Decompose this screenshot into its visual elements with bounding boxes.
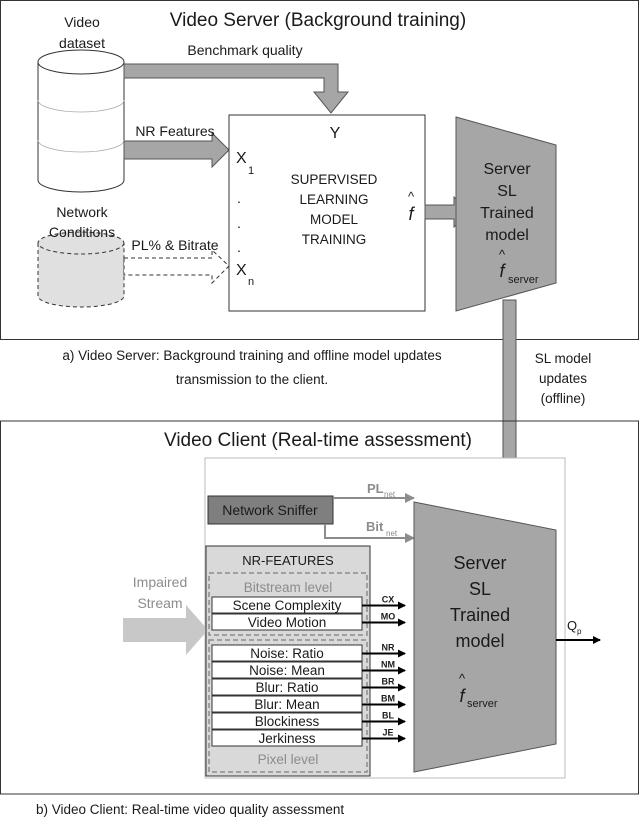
bitstream-feature-label: Video Motion <box>248 615 327 630</box>
pixel-feature-code: NM <box>381 660 395 670</box>
f-hat: f <box>408 204 415 224</box>
impaired-stream-arrow <box>123 605 208 655</box>
pixel-feature-code: BR <box>382 677 395 687</box>
bit-net-sub: net <box>386 529 398 538</box>
pixel-feature-label: Jerkiness <box>258 731 315 746</box>
var-x1: X <box>236 150 247 167</box>
server-model-trapezoid <box>455 116 557 312</box>
dot-2: . <box>237 215 241 231</box>
benchmark-quality-arrow <box>123 63 350 114</box>
client-model-line-2: SL <box>469 579 491 599</box>
training-line-2: LEARNING <box>299 192 368 207</box>
pixel-feature-label: Noise: Mean <box>249 663 325 678</box>
client-model-line-1: Server <box>453 553 506 573</box>
bitstream-feature-row: Scene Complexity CX <box>211 595 406 614</box>
video-dataset-label-2: dataset <box>59 35 105 51</box>
bitstream-feature-label: Scene Complexity <box>233 598 342 613</box>
pixel-feature-label: Blur: Mean <box>254 697 319 712</box>
server-model-line-2: SL <box>497 183 517 200</box>
bit-net-arrow <box>324 524 415 543</box>
pixel-feature-row: Blur: Mean BM <box>211 694 406 713</box>
pixel-feature-row: Blockiness BL <box>211 711 406 730</box>
server-model-sub: server <box>508 274 539 286</box>
updates-label-2: updates <box>539 371 587 386</box>
pixel-feature-label: Blockiness <box>255 714 320 729</box>
bitstream-feature-code: MO <box>381 612 396 622</box>
server-model-line-4: model <box>485 227 529 244</box>
pl-net-sub: net <box>384 490 396 499</box>
client-model-line-4: model <box>455 631 504 651</box>
f-hat-hat: ^ <box>408 189 415 204</box>
nr-features-label: NR Features <box>135 123 214 139</box>
network-conditions-cylinder <box>37 231 125 308</box>
training-box <box>228 114 426 312</box>
bitstream-feature-code: CX <box>382 595 395 605</box>
client-title: Video Client (Real-time assessment) <box>164 430 472 451</box>
bitstream-feature-list: Scene Complexity CX Video Motion MO <box>211 595 406 631</box>
pixel-level-label: Pixel level <box>258 752 319 767</box>
bit-net-label: Bit <box>366 519 384 534</box>
pixel-feature-code: JE <box>382 728 393 738</box>
pixel-feature-row: Noise: Ratio NR <box>211 643 406 662</box>
network-conditions-label: Network <box>56 204 108 220</box>
benchmark-quality-label: Benchmark quality <box>187 42 302 58</box>
client-model-line-3: Trained <box>450 605 510 625</box>
bitstream-level-label: Bitstream level <box>244 580 333 595</box>
training-line-3: MODEL <box>310 212 359 227</box>
pixel-feature-row: Noise: Mean NM <box>211 660 406 679</box>
server-model-line-3: Trained <box>480 205 534 222</box>
pixel-group <box>208 639 368 773</box>
network-conditions-label-2: Conditions <box>49 224 115 240</box>
video-dataset-cylinder <box>37 49 125 193</box>
training-line-1: SUPERVISED <box>291 172 378 187</box>
var-y: Y <box>330 125 341 142</box>
client-model-sub: server <box>467 698 498 710</box>
pixel-feature-code: NR <box>382 643 395 653</box>
nr-features-arrow <box>123 131 230 169</box>
bitstream-group <box>208 572 368 636</box>
dot-1: . <box>237 190 241 206</box>
var-x1-sub: 1 <box>248 165 254 177</box>
network-sniffer-box <box>207 495 334 525</box>
pl-bitrate-arrow <box>123 248 230 285</box>
training-line-4: TRAINING <box>302 232 367 247</box>
output-label: Q <box>567 618 577 633</box>
var-xn-sub: n <box>248 276 254 288</box>
pixel-feature-label: Blur: Ratio <box>255 680 318 695</box>
client-model-trapezoid <box>413 501 557 773</box>
var-xn: X <box>236 262 247 279</box>
server-title: Video Server (Background training) <box>170 10 466 31</box>
pixel-feature-list: Noise: Ratio NR Noise: Mean NM Blur: Ratio BR… <box>211 643 406 747</box>
network-sniffer-label: Network Sniffer <box>222 502 318 518</box>
pl-net-label: PL <box>367 481 384 496</box>
output-sub: p <box>577 627 582 636</box>
updates-label-1: SL model <box>535 351 592 366</box>
pixel-feature-row: Jerkiness JE <box>211 728 406 747</box>
impaired-stream-label-1: Impaired <box>133 574 187 590</box>
updates-label-3: (offline) <box>541 391 586 406</box>
server-model-f: f <box>499 261 506 281</box>
client-panel <box>0 420 639 795</box>
impaired-stream-label-2: Stream <box>137 595 182 611</box>
pixel-feature-label: Noise: Ratio <box>250 646 324 661</box>
dot-3: . <box>237 239 241 255</box>
server-model-line-1: Server <box>483 161 531 178</box>
pixel-feature-code: BM <box>381 694 395 704</box>
pixel-feature-row: Blur: Ratio BR <box>211 677 406 696</box>
server-caption-1: a) Video Server: Background training and… <box>62 348 441 363</box>
nr-features-title: NR-FEATURES <box>242 553 334 568</box>
client-caption: b) Video Client: Real-time video quality… <box>36 802 344 817</box>
pl-bitrate-label: PL% & Bitrate <box>131 237 218 253</box>
video-dataset-label: Video <box>64 14 100 30</box>
server-caption-2: transmission to the client. <box>176 372 328 387</box>
client-model-hat: ^ <box>459 671 466 686</box>
pixel-feature-code: BL <box>382 711 394 721</box>
bitstream-feature-row: Video Motion MO <box>211 612 406 631</box>
client-model-f: f <box>459 686 466 706</box>
server-model-hat: ^ <box>499 247 506 262</box>
